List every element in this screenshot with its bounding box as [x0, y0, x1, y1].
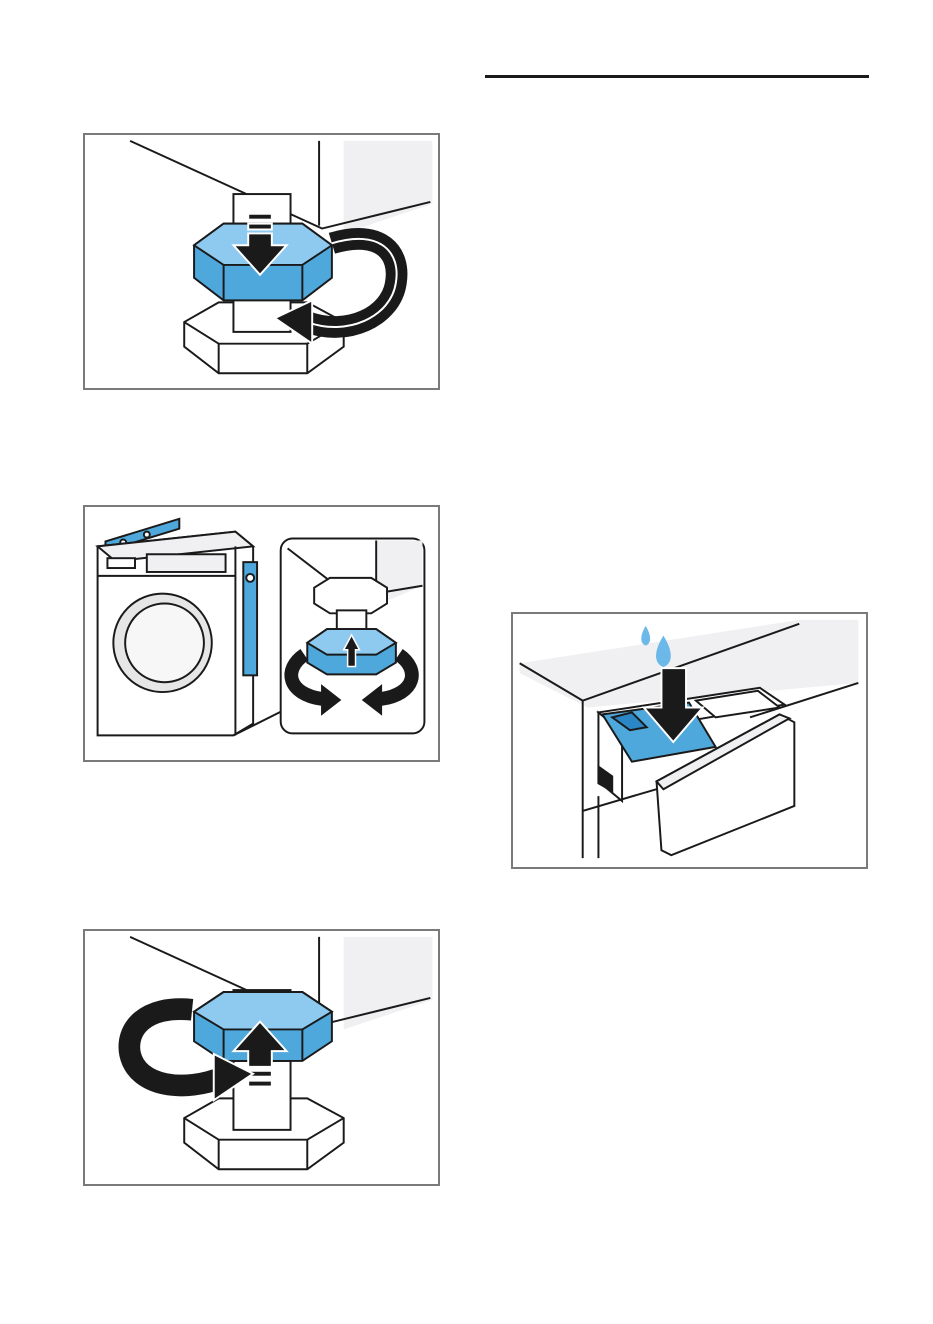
figure-detergent-drawer	[511, 612, 868, 869]
figure-level-machine	[83, 505, 440, 762]
figure-lock-nut-loosen	[83, 929, 440, 1186]
foot-lock-nut-loosen-illustration	[85, 931, 438, 1184]
foot-lock-nut-tighten-illustration	[85, 135, 438, 388]
section-divider-rule	[485, 75, 869, 78]
detergent-drawer-illustration	[513, 614, 866, 867]
figure-lock-nut-tighten	[83, 133, 440, 390]
washing-machine-level-illustration	[85, 507, 438, 760]
